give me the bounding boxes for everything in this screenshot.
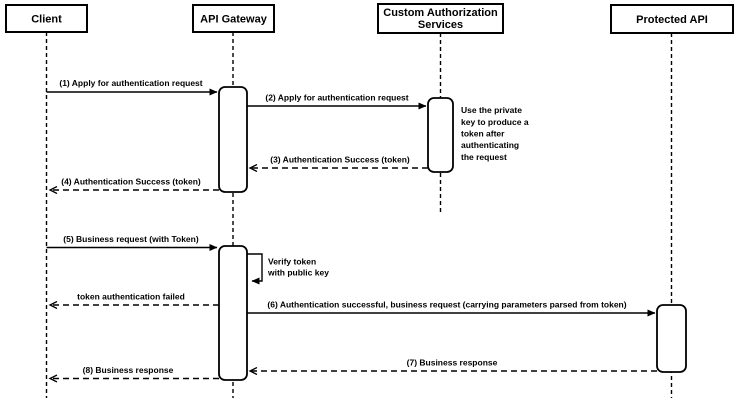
note-line5: the request bbox=[461, 152, 507, 162]
message-m8: (8) Business response bbox=[50, 365, 219, 379]
note-line4: authenticating bbox=[461, 140, 519, 150]
participant-box-client bbox=[5, 4, 88, 33]
message-label-m2: (2) Apply for authentication request bbox=[265, 93, 408, 103]
note-line2: key to produce a bbox=[461, 117, 529, 127]
message-m3: (3) Authentication Success (token) bbox=[250, 155, 428, 169]
participant-label-custom-auth-line1: Custom Authorization bbox=[383, 7, 498, 19]
message-label-m5: (5) Business request (with Token) bbox=[63, 234, 199, 244]
note-line1: Use the private bbox=[461, 105, 522, 115]
activation-api-gateway-auth bbox=[218, 86, 248, 193]
participant-box-custom-auth bbox=[377, 3, 504, 34]
note-private-key: Use the private key to produce a token a… bbox=[461, 105, 529, 162]
self-message-arrow bbox=[247, 253, 263, 285]
participant-client: Client bbox=[5, 4, 88, 33]
message-label-m3: (3) Authentication Success (token) bbox=[270, 155, 410, 165]
message-m7: (7) Business response bbox=[250, 358, 657, 372]
message-m4: (4) Authentication Success (token) bbox=[50, 177, 219, 191]
message-label-m7: (7) Business response bbox=[407, 358, 498, 368]
message-m6: (6) Authentication successful, business … bbox=[247, 300, 656, 317]
participant-label-client: Client bbox=[31, 14, 62, 26]
message-label-m4: (4) Authentication Success (token) bbox=[61, 177, 201, 187]
note-line3: token after bbox=[461, 129, 505, 139]
message-m1: (1) Apply for authentication request bbox=[46, 78, 218, 96]
participant-label-protected-api: Protected API bbox=[636, 14, 708, 26]
participant-box-protected-api bbox=[610, 4, 734, 34]
participant-custom-auth: Custom Authorization Services bbox=[377, 3, 504, 34]
participant-label-api-gateway: API Gateway bbox=[200, 14, 268, 26]
message-label-m6: (6) Authentication successful, business … bbox=[267, 300, 626, 310]
message-m5: (5) Business request (with Token) bbox=[46, 234, 218, 251]
message-token-failed: token authentication failed bbox=[50, 292, 219, 306]
participant-protected-api: Protected API bbox=[610, 4, 734, 34]
self-message-label-line1: Verify token bbox=[268, 257, 316, 267]
message-label-m1: (1) Apply for authentication request bbox=[59, 78, 202, 88]
message-m2: (2) Apply for authentication request bbox=[247, 93, 427, 110]
self-message-verify-token: Verify token with public key bbox=[247, 253, 329, 285]
activation-api-gateway-business bbox=[218, 245, 248, 381]
participant-box-api-gateway bbox=[192, 4, 275, 33]
activation-protected-api bbox=[656, 304, 687, 373]
participant-api-gateway: API Gateway bbox=[192, 4, 275, 33]
self-message-label-line2: with public key bbox=[267, 268, 329, 278]
message-label-m8: (8) Business response bbox=[83, 365, 174, 375]
activation-custom-auth bbox=[427, 97, 454, 173]
message-label-token-failed: token authentication failed bbox=[77, 292, 185, 302]
participant-label-custom-auth-line2: Services bbox=[418, 19, 463, 31]
